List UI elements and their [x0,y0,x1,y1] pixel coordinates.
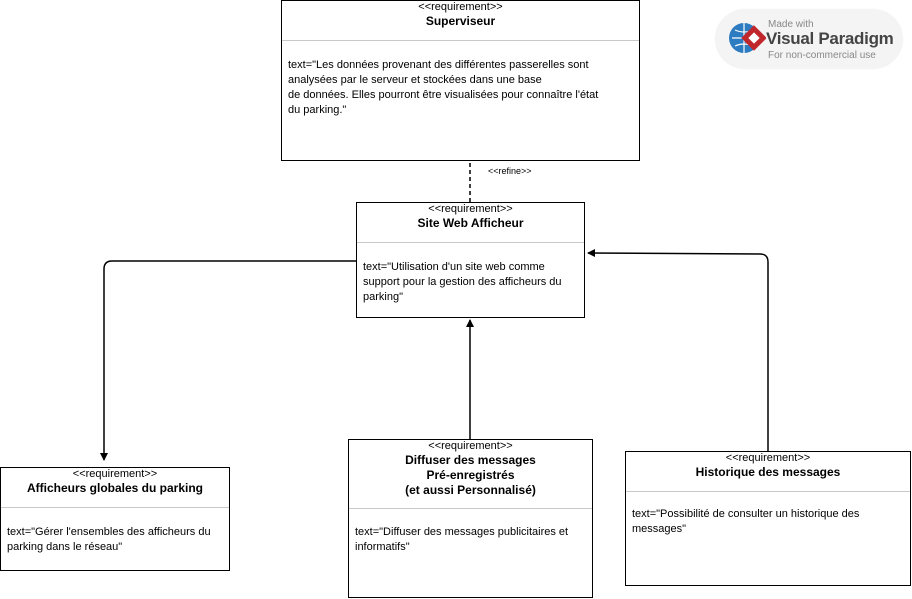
requirement-text: text="Possibilité de consulter un histor… [632,507,905,537]
requirement-header: <<requirement>> Diffuser des messages Pr… [349,440,592,509]
stereotype-label: <<requirement>> [428,440,513,452]
text-line: support pour la gestion des afficheurs d… [363,276,562,288]
historique-to-site-web-arrow[interactable] [587,249,769,451]
requirement-name: Afficheurs globales du parking [26,481,204,495]
stereotype-label: <<requirement>> [428,203,513,215]
requirement-name-line: Pré-enregistrés [426,468,515,482]
text-line: parking" [363,291,403,303]
text-line: text="Utilisation d'un site web comme [363,261,545,273]
requirement-name: Site Web Afficheur [417,216,524,230]
stereotype-label: <<requirement>> [725,452,811,464]
requirement-text: text="Gérer l'ensembles des afficheurs d… [7,525,224,555]
requirement-text: text="Les données provenant des différen… [288,58,634,118]
requirement-text: text="Utilisation d'un site web comme su… [363,260,579,305]
requirement-afficheurs-globales[interactable]: <<requirement>> Afficheurs globales du p… [0,467,230,571]
requirement-name: Historique des messages [695,465,841,479]
requirement-historique-messages[interactable]: <<requirement>> Historique des messages … [625,451,911,586]
requirement-header: <<requirement>> Afficheurs globales du p… [1,468,229,508]
requirement-site-web-afficheur[interactable]: <<requirement>> Site Web Afficheur text=… [356,202,585,318]
badge-made-with: Made with [768,19,814,30]
visual-paradigm-watermark: Made with Visual Paradigm For non-commer… [716,10,902,68]
requirement-header: <<requirement>> Site Web Afficheur [357,203,584,243]
requirement-name-line: Diffuser des messages [405,453,536,467]
requirement-name-line: (et aussi Personnalisé) [405,483,536,497]
text-line: parking dans le réseau" [7,541,123,553]
badge-usage-note: For non-commercial use [768,50,876,61]
requirement-header: <<requirement>> Historique des messages [626,452,910,492]
requirement-header: <<requirement>> Superviseur [282,1,639,41]
text-line: analysées par le serveur et stockées dan… [288,74,542,86]
text-line: de données. Elles pourront être visualis… [288,89,599,101]
stereotype-label: <<requirement>> [72,468,158,480]
requirement-superviseur[interactable]: <<requirement>> Superviseur text="Les do… [281,0,640,161]
text-line: text="Gérer l'ensembles des afficheurs d… [7,526,211,538]
text-line: informatifs" [355,541,410,553]
text-line: du parking." [288,104,347,116]
text-line: text="Possibilité de consulter un histor… [632,508,860,520]
requirement-diffuser-messages[interactable]: <<requirement>> Diffuser des messages Pr… [348,439,593,598]
text-line: messages" [632,523,687,535]
site-web-to-afficheurs-arrow[interactable] [100,260,356,461]
badge-brand: Visual Paradigm [766,29,894,48]
requirement-text: text="Diffuser des messages publicitaire… [355,525,587,555]
text-line: text="Les données provenant des différen… [288,59,589,71]
text-line: text="Diffuser des messages publicitaire… [355,526,569,538]
visual-paradigm-logo-icon [729,23,766,53]
refine-label: <<refine>> [488,166,532,176]
stereotype-label: <<requirement>> [418,1,503,13]
requirement-name: Superviseur [425,14,496,28]
